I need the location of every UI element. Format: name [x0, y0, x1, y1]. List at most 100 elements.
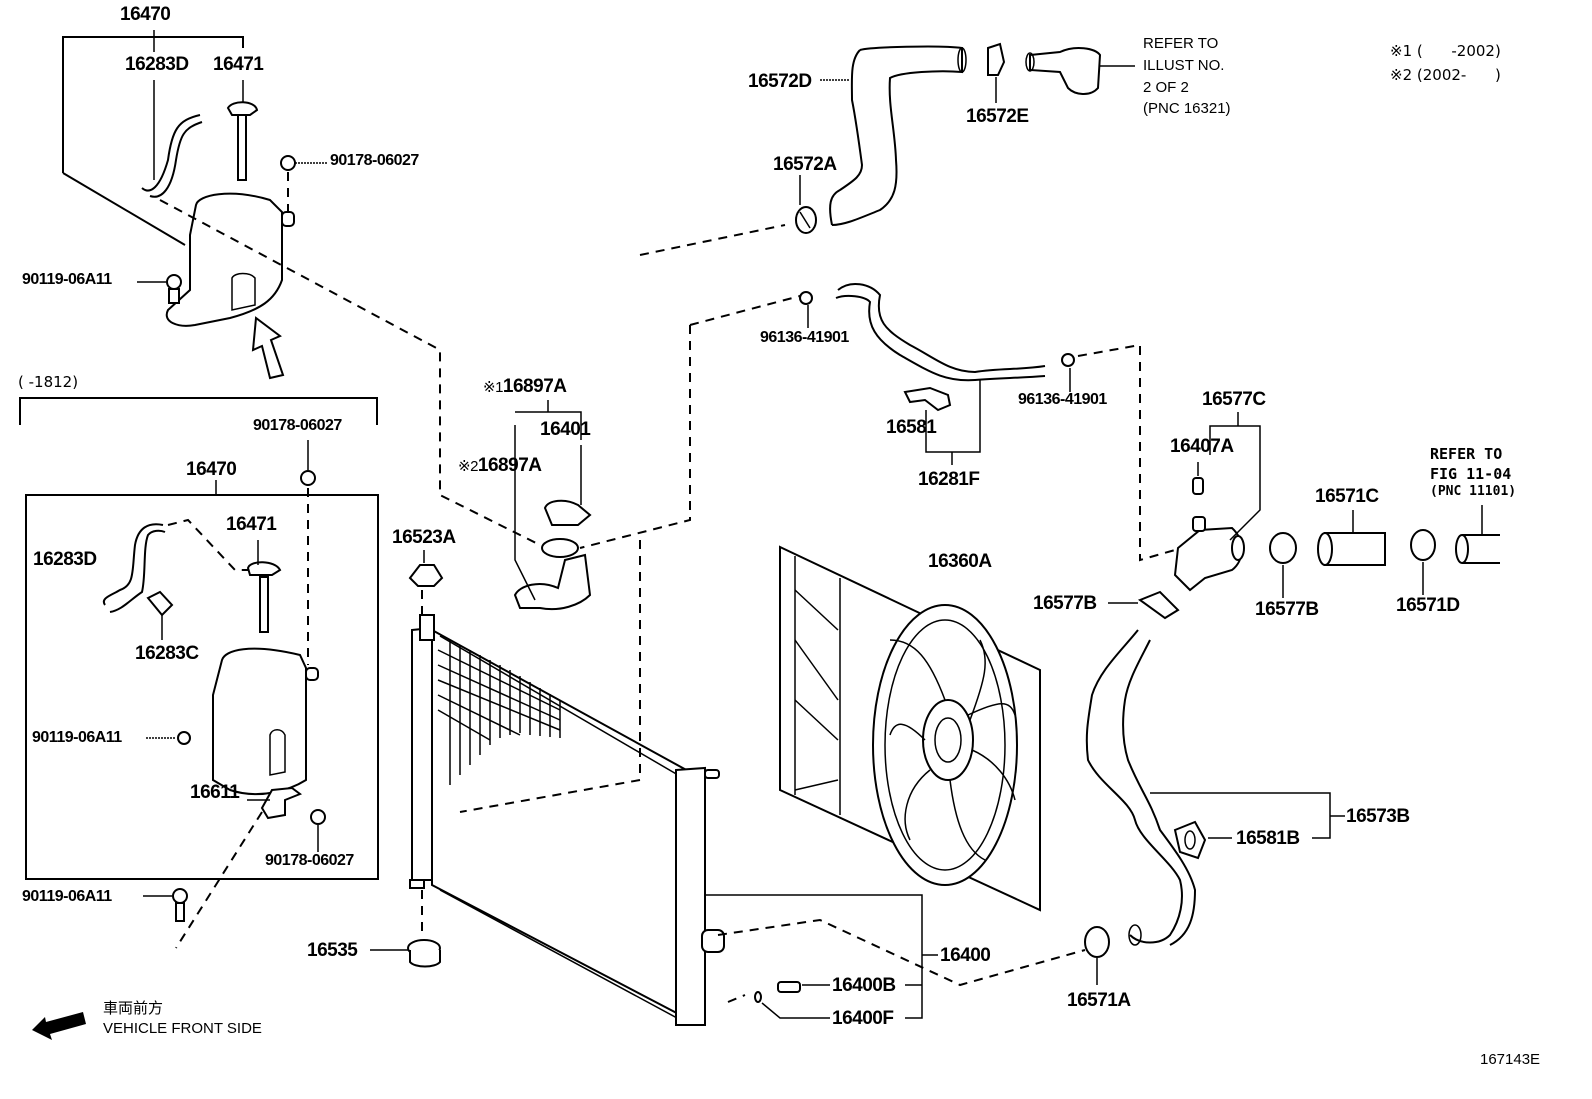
part-label-16571D[interactable]: 16571D [1396, 595, 1460, 616]
hose-clamp-icon [1084, 926, 1110, 958]
note-symbol: ※2 [1390, 66, 1413, 84]
part-label-16897A-type1[interactable]: ※116897A [483, 376, 567, 397]
part-label-16401[interactable]: 16401 [540, 419, 591, 440]
part-label-90119-06A11[interactable]: 90119-06A11 [32, 729, 122, 746]
part-label-16470[interactable]: 16470 [186, 459, 237, 480]
part-label-16571C[interactable]: 16571C [1315, 486, 1379, 507]
part-label-16577B[interactable]: 16577B [1255, 599, 1319, 620]
reservoir-tank-icon [165, 192, 283, 327]
part-label-16581B[interactable]: 16581B [1236, 828, 1300, 849]
refer-line: (PNC 16321) [1143, 100, 1231, 118]
refer-line: REFER TO [1430, 445, 1503, 463]
part-label-16572A[interactable]: 16572A [773, 154, 837, 175]
part-label-90178-06027[interactable]: 90178-06027 [265, 852, 354, 869]
part-label-16470[interactable]: 16470 [120, 4, 171, 25]
part-label-16283C[interactable]: 16283C [135, 643, 199, 664]
fan-shroud-icon [779, 545, 1041, 912]
hose-clamp-icon [795, 206, 817, 234]
part-label-90178-06027[interactable]: 90178-06027 [330, 152, 419, 169]
part-label-96136-41901[interactable]: 96136-41901 [760, 329, 849, 346]
filler-neck-icon [513, 538, 592, 611]
note-range: (2002- ) [1416, 66, 1501, 84]
part-label-16577B[interactable]: 16577B [1033, 593, 1097, 614]
bolt-icon [172, 888, 188, 922]
refer-line: (PNC 11101) [1430, 484, 1517, 499]
part-label-16283D[interactable]: 16283D [125, 54, 189, 75]
note-2: ※2 (2002- ) [1390, 66, 1501, 84]
nut-icon [280, 155, 296, 171]
hose-clip-icon [1173, 820, 1207, 860]
vehicle-front-caption: 車両前方 VEHICLE FRONT SIDE [103, 999, 262, 1038]
part-label-16400B[interactable]: 16400B [832, 975, 896, 996]
radiator-icon [409, 614, 725, 1026]
drain-plug-icon [754, 981, 801, 1003]
diagram-code: 167143E [1480, 1051, 1541, 1068]
thermostat-housing-icon [1173, 516, 1245, 592]
note-1: ※1 ( -2002) [1390, 42, 1501, 60]
part-label-16581[interactable]: 16581 [886, 417, 937, 438]
part-label-16400F[interactable]: 16400F [832, 1008, 894, 1029]
water-outlet-icon [1025, 47, 1102, 95]
refer-line: ILLUST NO. [1143, 56, 1225, 74]
nut-icon [300, 470, 316, 486]
cushion-icon [408, 564, 444, 587]
note-symbol-1: ※1 [483, 379, 503, 396]
hose-bracket-icon [903, 386, 952, 412]
part-label-90119-06A11[interactable]: 90119-06A11 [22, 888, 112, 905]
sensor-icon [1192, 477, 1204, 495]
bolt-icon [166, 274, 182, 304]
part-label-16360A[interactable]: 16360A [928, 551, 992, 572]
reservoir-group-box [19, 397, 379, 949]
reservoir-group-top [62, 30, 541, 546]
bolt-icon [177, 731, 191, 745]
part-label-16897A-type2[interactable]: ※216897A [458, 455, 542, 476]
part-label-16577C[interactable]: 16577C [1202, 389, 1266, 410]
vehicle-front-jp: 車両前方 [103, 1000, 164, 1017]
radiator-cap-icon [543, 499, 592, 526]
refer-to-illust-note[interactable]: REFER TO ILLUST NO. 2 OF 2 (PNC 16321) [1143, 33, 1231, 120]
clip-icon [1137, 590, 1180, 620]
part-label-16471[interactable]: 16471 [226, 514, 277, 535]
upper-hose-icon [829, 45, 967, 226]
part-label-90178-06027[interactable]: 90178-06027 [253, 417, 342, 434]
refer-line: REFER TO [1143, 35, 1219, 52]
part-label-16572E[interactable]: 16572E [966, 106, 1029, 127]
part-label-90119-06A11[interactable]: 90119-06A11 [22, 271, 112, 288]
vehicle-front-arrow-icon [32, 1012, 86, 1040]
refer-line: FIG 11-04 [1430, 464, 1512, 483]
part-label-16571A[interactable]: 16571A [1067, 990, 1131, 1011]
part-label-16407A[interactable]: 16407A [1170, 436, 1234, 457]
part-label-16471[interactable]: 16471 [213, 54, 264, 75]
note-symbol: ※1 [1390, 42, 1413, 60]
part-label-96136-41901[interactable]: 96136-41901 [1018, 391, 1107, 408]
hose-clamp-icon [799, 291, 1075, 367]
variant-range-note: ( -1812) [18, 373, 79, 391]
part-number: 16897A [477, 455, 542, 476]
part-number: 16897A [502, 376, 567, 397]
part-label-16535[interactable]: 16535 [307, 940, 358, 961]
cushion-icon [407, 939, 441, 968]
part-label-16572D[interactable]: 16572D [748, 71, 812, 92]
view-arrow-icon [251, 316, 285, 380]
refer-line: 2 OF 2 [1143, 78, 1189, 96]
part-label-16611[interactable]: 16611 [190, 782, 240, 803]
clip-icon [987, 42, 1006, 76]
bracket-icon [260, 786, 303, 820]
part-label-16283D[interactable]: 16283D [33, 549, 97, 570]
note-symbol-2: ※2 [458, 458, 478, 475]
inlet-pipe-icon [1455, 534, 1500, 564]
part-label-16523A[interactable]: 16523A [392, 527, 456, 548]
note-range: ( -2002) [1416, 42, 1501, 60]
reservoir-cap-icon [226, 101, 259, 181]
part-label-16573B[interactable]: 16573B [1346, 806, 1410, 827]
refer-to-fig-note[interactable]: REFER TO FIG 11-04 (PNC 11101) [1430, 445, 1516, 501]
part-label-16400[interactable]: 16400 [940, 945, 991, 966]
lower-hose-icon [1085, 629, 1197, 946]
bypass-hose-icon [835, 283, 1046, 382]
reservoir-hose-icon [141, 114, 201, 192]
pipe-icon [1317, 532, 1386, 566]
nut-icon [310, 809, 326, 825]
part-label-16281F[interactable]: 16281F [918, 469, 980, 490]
vehicle-front-en: VEHICLE FRONT SIDE [103, 1019, 262, 1037]
